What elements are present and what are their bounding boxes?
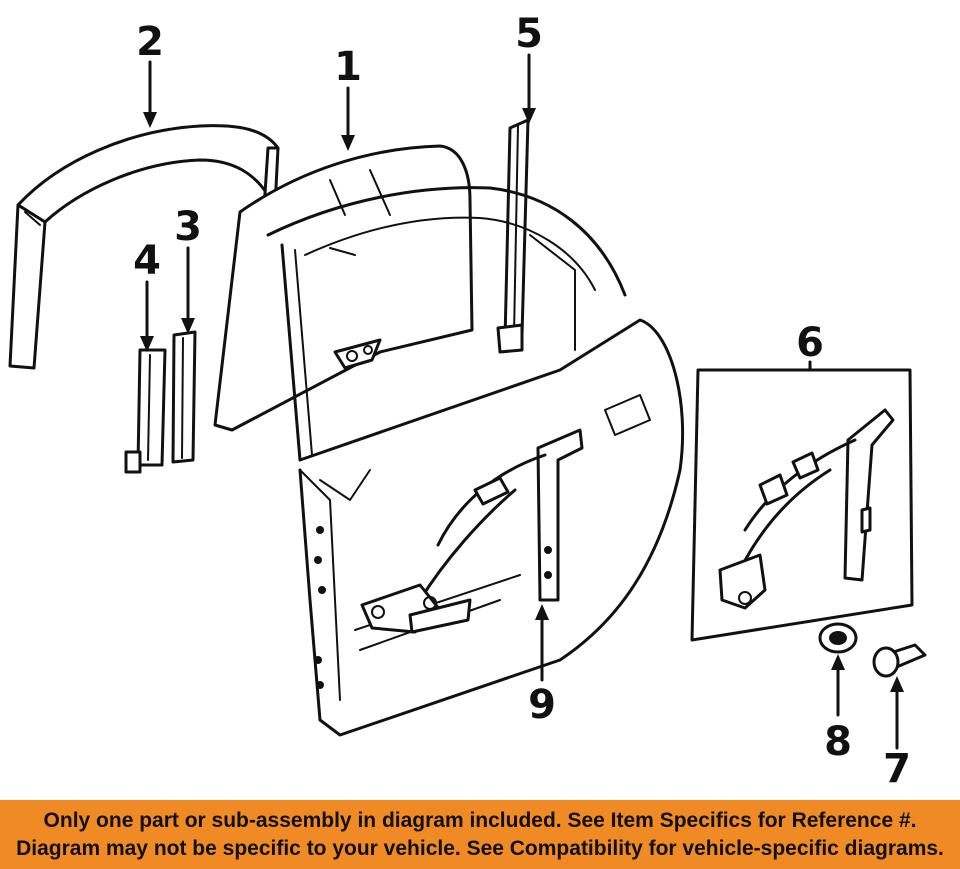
part-6-regulator-assembly: [690, 368, 914, 642]
callout-7: 7: [883, 746, 911, 792]
part-9-window-regulator: [360, 428, 584, 634]
callout-5: 5: [515, 11, 543, 57]
part-8-bushing: [818, 622, 858, 654]
part-5-run-channel: [496, 118, 530, 354]
part-3-run-channel: [171, 330, 197, 464]
leader-lines: [140, 53, 904, 750]
part-4-run-channel: [124, 348, 167, 474]
callout-2: 2: [136, 19, 164, 65]
notice-line-1: Only one part or sub-assembly in diagram…: [43, 808, 917, 832]
callout-9: 9: [528, 682, 556, 728]
callout-6: 6: [796, 320, 824, 366]
parts-diagram: 2 1 5 3 4 6 9 8 7: [8, 11, 927, 792]
callout-8: 8: [824, 719, 852, 765]
notice-banner: Only one part or sub-assembly in diagram…: [0, 800, 960, 869]
notice-line-2: Diagram may not be specific to your vehi…: [16, 836, 944, 860]
callout-4: 4: [133, 238, 161, 284]
part-7-window-crank-handle: [872, 643, 927, 678]
callout-3: 3: [174, 204, 202, 250]
door-shell: [266, 186, 685, 737]
callout-1: 1: [334, 44, 362, 90]
part-1-door-glass: [213, 144, 474, 432]
